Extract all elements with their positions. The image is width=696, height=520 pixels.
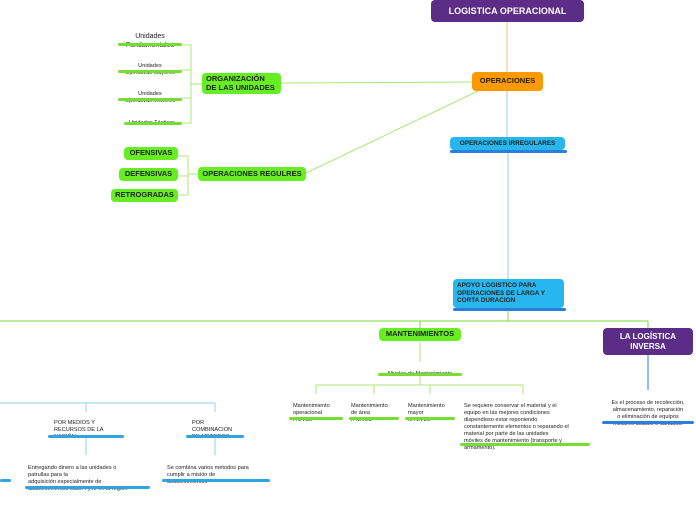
nivel-underline [289, 417, 343, 420]
unidades-underline [124, 122, 182, 125]
operaciones-to-organizacion-line [280, 81, 473, 84]
root-node-label: LOGISTICA OPERACIONAL [448, 5, 567, 16]
apoyo-underline [453, 308, 566, 311]
combinacion-underline [186, 435, 244, 438]
medios-desc-underline [25, 486, 150, 489]
mantenimiento-descripcion-text: Se requiere conservar el material y el e… [464, 402, 569, 451]
irregulares-underline [450, 150, 567, 153]
unidades-underline [118, 43, 182, 46]
node-operaciones-regulares-label: OPERACIONES REGULRES [202, 168, 302, 178]
node-ofensivas[interactable]: OFENSIVAS [124, 147, 178, 160]
node-apoyo-label: APOYO LOGISTICO PARA OPERACIONES DE LARG… [457, 282, 546, 305]
offscreen-branch-underline [0, 479, 11, 482]
node-mantenimientos-label: MANTENIMIENTOS [385, 329, 455, 339]
node-logistica-inversa-label: LA LOGÍSTICA INVERSA [619, 332, 677, 351]
node-retrogradas[interactable]: RETROGRADAS [111, 189, 178, 202]
unidades-item-operativas-mayores[interactable]: Unidades Operativas Mayores [118, 56, 182, 77]
node-organizacion-label: ORGANIZACIÓN DE LAS UNIDADES [206, 73, 275, 92]
apoyo-branches [0, 310, 649, 328]
root-node-logistica-operacional[interactable]: LOGISTICA OPERACIONAL [431, 0, 584, 22]
node-ofensivas-label: OFENSIVAS [129, 148, 173, 158]
node-operaciones-regulares[interactable]: OPERACIONES REGULRES [198, 167, 306, 181]
inversa-underline [602, 421, 694, 424]
nivel-underline [405, 417, 455, 420]
regulares-bracket [178, 155, 198, 196]
node-mantenimientos[interactable]: MANTENIMIENTOS [379, 328, 461, 341]
nivel-underline [349, 417, 399, 420]
node-retrogradas-label: RETROGRADAS [115, 190, 174, 200]
node-operaciones-label: OPERACIONES [479, 76, 536, 86]
unidades-underline [118, 98, 182, 101]
organizacion-bracket [181, 44, 202, 124]
node-defensivas[interactable]: DEFENSIVAS [119, 168, 178, 181]
abastecimiento-branches [0, 402, 216, 455]
descripcion-underline [460, 443, 590, 446]
node-operaciones-irregulares-label: OPERACIONES IRREGULARES [459, 139, 556, 147]
combinacion-desc-underline [162, 479, 270, 482]
operaciones-to-regulares-line [305, 90, 479, 174]
medios-underline [48, 435, 124, 438]
unidades-item-label: Unidades Fundamentales [126, 32, 174, 49]
niveles-underline [378, 373, 462, 376]
unidades-item-operativas-menores[interactable]: Unidades Operativas Menores [118, 84, 182, 105]
unidades-item-fundamentales[interactable]: Unidades Fundamentales [118, 24, 182, 50]
node-logistica-inversa[interactable]: LA LOGÍSTICA INVERSA [603, 328, 693, 355]
mantenimiento-descripcion[interactable]: Se requiere conservar el material y el e… [464, 396, 590, 452]
node-operaciones[interactable]: OPERACIONES [472, 72, 543, 91]
niveles-branches [315, 375, 524, 394]
node-defensivas-label: DEFENSIVAS [124, 169, 173, 179]
node-operaciones-irregulares[interactable]: OPERACIONES IRREGULARES [450, 137, 565, 150]
node-organizacion-unidades[interactable]: ORGANIZACIÓN DE LAS UNIDADES [202, 73, 281, 94]
unidades-underline [118, 70, 182, 73]
node-apoyo-logistico[interactable]: APOYO LOGISTICO PARA OPERACIONES DE LARG… [453, 279, 564, 308]
